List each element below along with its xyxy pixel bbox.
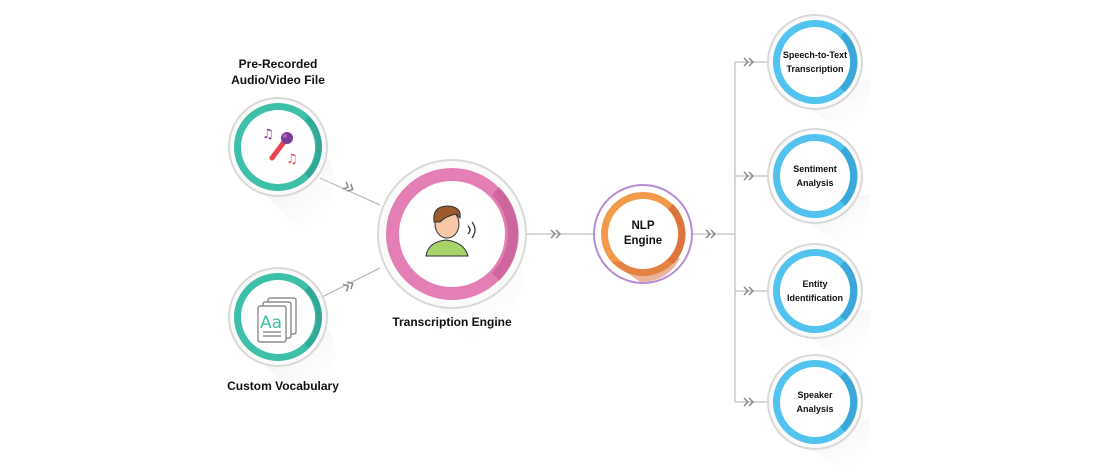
double-chevron-icon (342, 181, 354, 192)
vocab-input-label: Custom Vocabulary (227, 379, 339, 393)
output-node-speech-to-text (767, 14, 871, 130)
nlp-engine-line2: Engine (623, 235, 663, 247)
audio-input-label: Pre-Recorded Audio/Video File (208, 56, 348, 88)
double-chevron-icon (743, 286, 755, 296)
output-entity-line1: Entity (802, 279, 828, 289)
svg-text:♫: ♫ (262, 127, 274, 142)
output-entity-label: Entity Identification (775, 256, 855, 326)
nlp-engine-line1: NLP (631, 220, 655, 232)
double-chevron-icon (705, 229, 717, 239)
double-chevron-icon (743, 397, 755, 407)
output-node-sentiment (767, 128, 871, 244)
output-entity-line2: Identification (787, 293, 843, 303)
double-chevron-icon (342, 281, 354, 292)
audio-input-label-line1: Pre-Recorded (238, 57, 318, 71)
output-sentiment-line1: Sentiment (793, 164, 837, 174)
audio-input-node: ♫ ♫ (228, 97, 335, 230)
nlp-engine-node (593, 184, 693, 284)
vocab-input-node: Aa (228, 267, 336, 400)
output-speaker-line1: Speaker (797, 390, 833, 400)
transcription-engine-node (377, 159, 527, 340)
double-chevron-icon (743, 171, 755, 181)
double-chevron-icon (743, 57, 755, 67)
nlp-engine-text: NLP Engine (608, 199, 678, 269)
speaking-person-icon (425, 205, 476, 257)
svg-text:♫: ♫ (286, 152, 298, 167)
output-node-entity (767, 243, 871, 359)
double-chevron-icon (550, 229, 562, 239)
microphone-music-icon: ♫ ♫ (262, 127, 298, 167)
vocab-icon-letters: Aa (260, 313, 282, 333)
output-speech-to-text-label: Speech-to-Text Transcription (775, 27, 855, 97)
output-speech-to-text-line1: Speech-to-Text (782, 50, 848, 60)
output-sentiment-label: Sentiment Analysis (775, 141, 855, 211)
documents-font-icon (257, 297, 297, 343)
transcription-engine-label: Transcription Engine (392, 315, 512, 329)
output-sentiment-line2: Analysis (796, 178, 834, 188)
output-speech-to-text-line2: Transcription (786, 64, 844, 74)
output-speaker-line2: Analysis (796, 404, 834, 414)
audio-input-label-line2: Audio/Video File (231, 73, 325, 87)
output-node-speaker (767, 354, 871, 470)
output-speaker-label: Speaker Analysis (775, 367, 855, 437)
arrow-markers (342, 57, 755, 407)
